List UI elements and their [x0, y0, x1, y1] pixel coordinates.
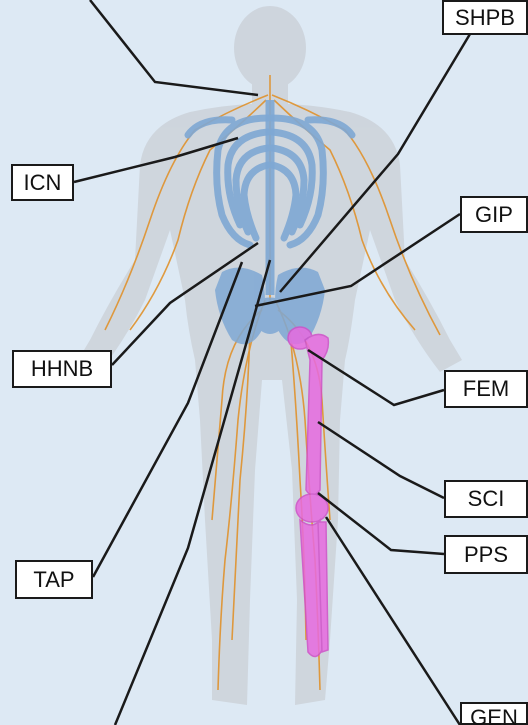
leader-gen [326, 517, 460, 725]
label-hhnb: HHNB [12, 350, 112, 388]
label-gen: GEN [460, 702, 528, 725]
label-tap: TAP [15, 560, 93, 599]
leader-top-left [90, 0, 258, 95]
label-shpb: SHPB [442, 0, 528, 35]
label-fem: FEM [444, 370, 528, 408]
label-pps: PPS [444, 535, 528, 574]
label-gip: GIP [460, 196, 528, 233]
label-sci: SCI [444, 480, 528, 518]
label-icn: ICN [11, 164, 74, 201]
